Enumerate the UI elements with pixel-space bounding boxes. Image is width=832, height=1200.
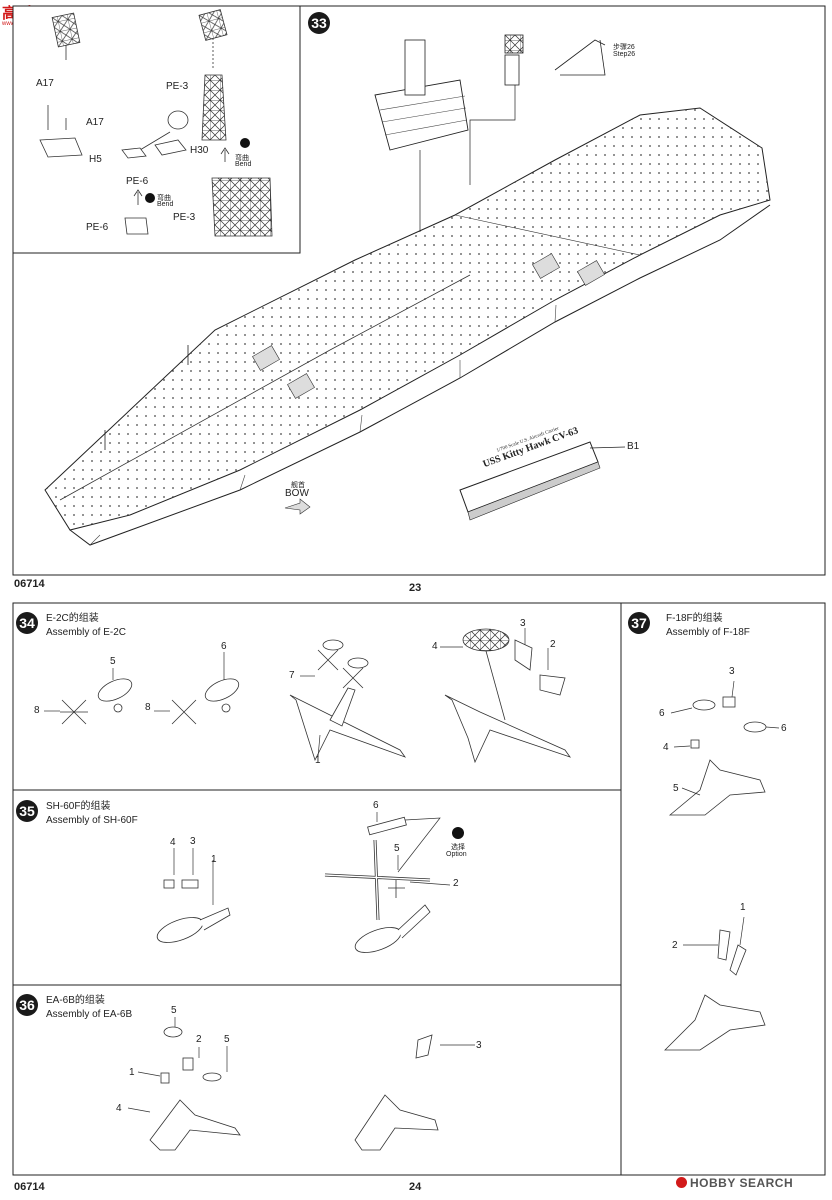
step-34-title-en: Assembly of E-2C: [46, 627, 127, 638]
step-37-title: F-18F的组装 Assembly of F-18F: [666, 612, 750, 640]
f18f-part: 6: [781, 723, 787, 734]
carrier-hull: [44, 34, 771, 546]
leader-lines: [44, 628, 780, 1113]
e2c-part: 1: [315, 755, 321, 766]
e2c-part: 5: [110, 656, 116, 667]
step-35-badge: 35: [16, 800, 38, 822]
step26-cn: 步骤26: [613, 44, 635, 51]
label-a17-top: A17: [36, 78, 54, 89]
bend1-cn: 弯曲: [235, 155, 249, 162]
step-34-title-cn: E-2C的组装: [46, 613, 99, 624]
label-b1: B1: [627, 441, 640, 452]
e2c-part: 8: [34, 705, 40, 716]
bend2-cn: 弯曲: [157, 195, 171, 202]
f18f-part: 1: [740, 902, 746, 913]
option-cn: 选择: [451, 844, 465, 851]
bend2-en: Bend: [157, 201, 174, 208]
sh60f-part: 3: [190, 836, 196, 847]
option-en: Option: [446, 851, 467, 858]
step-36-badge: 36: [16, 994, 38, 1016]
ea6b-part: 5: [224, 1034, 230, 1045]
sh60f-part: 5: [394, 843, 400, 854]
e2c-part: 7: [289, 670, 295, 681]
step-35-title-cn: SH-60F的组装: [46, 801, 111, 812]
page23-code: 06714: [14, 578, 45, 590]
page24-code: 06714: [14, 1181, 45, 1193]
ea6b-part: 3: [476, 1040, 482, 1051]
sh60f-part: 1: [211, 854, 217, 865]
ea6b-part: 1: [129, 1067, 135, 1078]
step-35-title: SH-60F的组装 Assembly of SH-60F: [46, 800, 138, 828]
ea6b-drawings: [149, 1026, 439, 1151]
label-pe6-mid: PE-6: [126, 176, 149, 187]
label-a17-right: A17: [86, 117, 104, 128]
bow-cn: 舰首: [291, 482, 305, 489]
step-34-badge: 34: [16, 612, 38, 634]
bow-en: BOW: [285, 488, 309, 499]
e2c-part: 6: [221, 641, 227, 652]
inset-parts: [39, 9, 273, 237]
step-37-badge: 37: [628, 612, 650, 634]
label-pe3-bottom: PE-3: [173, 212, 196, 223]
e2c-drawings: [60, 628, 572, 764]
f18f-drawings: [664, 696, 767, 1051]
label-pe3-top: PE-3: [166, 81, 189, 92]
f18f-part: 3: [729, 666, 735, 677]
plaque-drawing: [459, 441, 626, 521]
ea6b-part: 4: [116, 1103, 122, 1114]
f18f-part: 2: [672, 940, 678, 951]
bend1-en: Bend: [235, 161, 252, 168]
watermark-logo-icon: [676, 1177, 687, 1188]
watermark-text: HOBBY SEARCH: [690, 1176, 794, 1190]
f18f-part: 5: [673, 783, 679, 794]
page24-frames: [12, 602, 826, 1176]
step26-en: Step26: [613, 51, 636, 58]
f18f-part: 6: [659, 708, 665, 719]
page23-border: [12, 5, 826, 576]
step-37-title-cn: F-18F的组装: [666, 613, 723, 624]
step-34-title: E-2C的组装 Assembly of E-2C: [46, 612, 126, 640]
step-36-title: EA-6B的组装 Assembly of EA-6B: [46, 994, 132, 1022]
step-37-title-en: Assembly of F-18F: [666, 627, 750, 638]
step-36-title-en: Assembly of EA-6B: [46, 1009, 133, 1020]
sh60f-part: 6: [373, 800, 379, 811]
step-35-title-en: Assembly of SH-60F: [46, 815, 138, 826]
e2c-part: 2: [550, 639, 556, 650]
e2c-part: 4: [432, 641, 438, 652]
step-33-badge: 33: [308, 12, 330, 34]
e2c-part: 3: [520, 618, 526, 629]
sh60f-drawings: [156, 816, 431, 953]
sh60f-part: 2: [453, 878, 459, 889]
step-36-title-cn: EA-6B的组装: [46, 995, 105, 1006]
ea6b-part: 2: [196, 1034, 202, 1045]
watermark: HOBBY SEARCH: [676, 1176, 793, 1190]
label-pe6-bottom: PE-6: [86, 222, 109, 233]
page23-number: 23: [409, 582, 422, 594]
label-h30: H30: [190, 145, 209, 156]
f18f-part: 4: [663, 742, 669, 753]
bow-arrow: [284, 498, 311, 515]
e2c-part: 8: [145, 702, 151, 713]
sh60f-part: 4: [170, 837, 176, 848]
ea6b-part: 5: [171, 1005, 177, 1016]
page24-number: 24: [409, 1181, 422, 1193]
label-h5: H5: [89, 154, 102, 165]
